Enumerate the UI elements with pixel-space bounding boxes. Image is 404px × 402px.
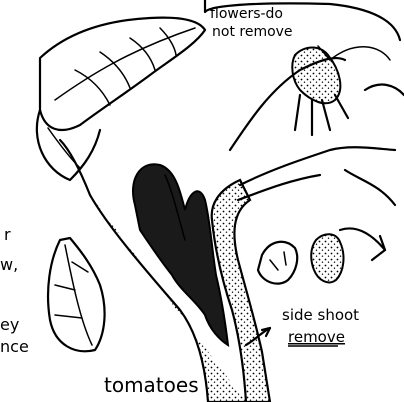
lower-flower-truss [258,170,395,284]
side-shoot [133,164,228,345]
lower-left-leaf [48,238,105,351]
upper-leaf [37,18,205,180]
flower-branch [230,47,404,200]
left-fragment-4: nce [0,337,29,356]
tomatoes-label: tomatoes [104,373,199,397]
flowers-label-line2: not remove [212,24,293,40]
side-shoot-label-line2: remove [288,328,345,346]
side-shoot-label-line1: side shoot [282,306,359,324]
left-fragment-2: w, [0,255,18,274]
flowers-label-line1: flowers-do [210,6,283,22]
left-fragment-3: ey [0,315,19,334]
left-fragment-1: r [4,225,11,244]
